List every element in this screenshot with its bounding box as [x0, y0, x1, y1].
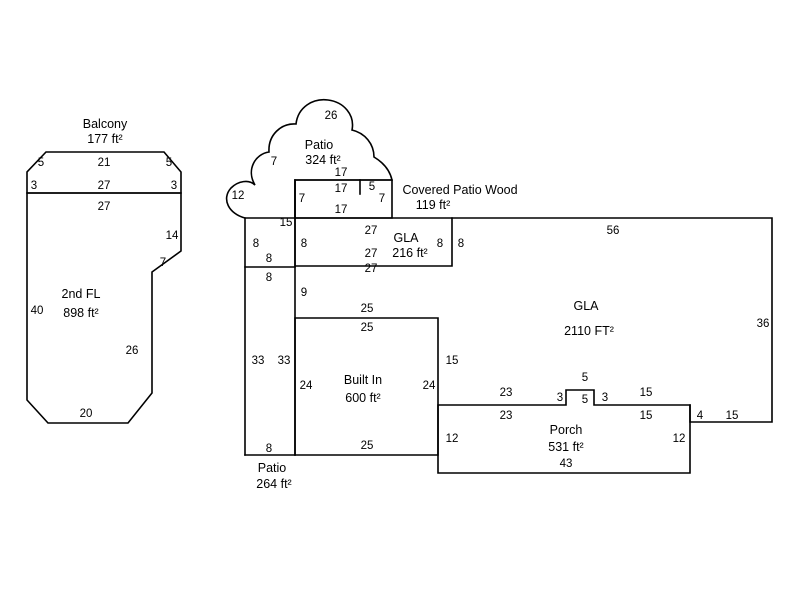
dim-label: 5 [582, 394, 588, 406]
dim-label: 23 [500, 387, 513, 399]
dim-label: 21 [98, 157, 111, 169]
dim-label: 8 [266, 443, 272, 455]
dim-label: 27 [365, 248, 378, 260]
built-in-area: 600 ft² [345, 391, 380, 405]
gla-small-area: 216 ft² [392, 246, 427, 260]
dim-label: 12 [232, 190, 245, 202]
built-in-label: Built In [344, 373, 382, 387]
second-floor-label: 2nd FL [62, 287, 101, 301]
porch-label: Porch [550, 423, 583, 437]
dim-label: 27 [98, 180, 111, 192]
dim-label: 4 [697, 410, 704, 422]
gla-small-label: GLA [393, 231, 419, 245]
dim-label: 9 [301, 287, 307, 299]
dim-label: 36 [757, 318, 770, 330]
dim-label: 5 [38, 157, 44, 169]
dim-label: 15 [640, 387, 653, 399]
dim-label: 15 [726, 410, 739, 422]
dim-label: 8 [301, 238, 307, 250]
dim-label: 15 [280, 217, 293, 229]
patio-left-label: Patio [258, 461, 287, 475]
dim-label: 25 [361, 322, 374, 334]
dim-label: 40 [31, 305, 44, 317]
second-floor-outline [26, 192, 182, 424]
balcony-area: 177 ft² [87, 132, 122, 146]
dim-label: 8 [266, 253, 272, 265]
dim-label: 33 [252, 355, 265, 367]
dim-label: 20 [80, 408, 93, 420]
dim-label: 27 [365, 263, 378, 275]
dim-label: 7 [379, 193, 385, 205]
dim-label: 3 [31, 180, 37, 192]
gla-main-area: 2110 FT² [564, 324, 614, 338]
patio-left-area: 264 ft² [256, 477, 291, 491]
dim-label: 15 [446, 355, 459, 367]
patio-top-outline [225, 98, 393, 219]
dim-label: 27 [365, 225, 378, 237]
dim-label: 14 [166, 230, 179, 242]
dim-label: 33 [278, 355, 291, 367]
dim-label: 23 [500, 410, 513, 422]
dim-label: 5 [369, 181, 375, 193]
dim-label: 3 [557, 392, 563, 404]
dim-label: 7 [271, 156, 277, 168]
patio-top-area: 324 ft² [305, 153, 340, 167]
dim-label: 7 [160, 257, 166, 269]
patio-top-label: Patio [305, 138, 334, 152]
dim-label: 25 [361, 440, 374, 452]
dim-label: 3 [171, 180, 177, 192]
dim-label: 8 [458, 238, 464, 250]
dim-label: 17 [335, 183, 348, 195]
porch-outline [437, 389, 691, 474]
dim-label: 17 [335, 167, 348, 179]
dim-label: 7 [299, 193, 305, 205]
dim-label: 56 [607, 225, 620, 237]
dim-label: 17 [335, 204, 348, 216]
dim-label: 3 [602, 392, 608, 404]
dim-label: 26 [325, 110, 338, 122]
dim-label: 12 [673, 433, 686, 445]
gla-main-label: GLA [573, 299, 599, 313]
dim-label: 24 [423, 380, 436, 392]
dim-label: 5 [166, 157, 172, 169]
covered-patio-label: Covered Patio Wood [402, 183, 517, 197]
dim-label: 43 [560, 458, 573, 470]
second-floor-area: 898 ft² [63, 306, 98, 320]
balcony-label: Balcony [83, 117, 128, 131]
dim-label: 27 [98, 201, 111, 213]
dim-label: 5 [582, 372, 588, 384]
dim-label: 12 [446, 433, 459, 445]
dim-label: 8 [253, 238, 259, 250]
dim-label: 26 [126, 345, 139, 357]
dim-label: 8 [266, 272, 272, 284]
dim-label: 24 [300, 380, 313, 392]
covered-patio-area: 119 ft² [416, 198, 451, 212]
dim-label: 8 [437, 238, 443, 250]
porch-area: 531 ft² [548, 440, 583, 454]
dim-label: 25 [361, 303, 374, 315]
dim-label: 15 [640, 410, 653, 422]
